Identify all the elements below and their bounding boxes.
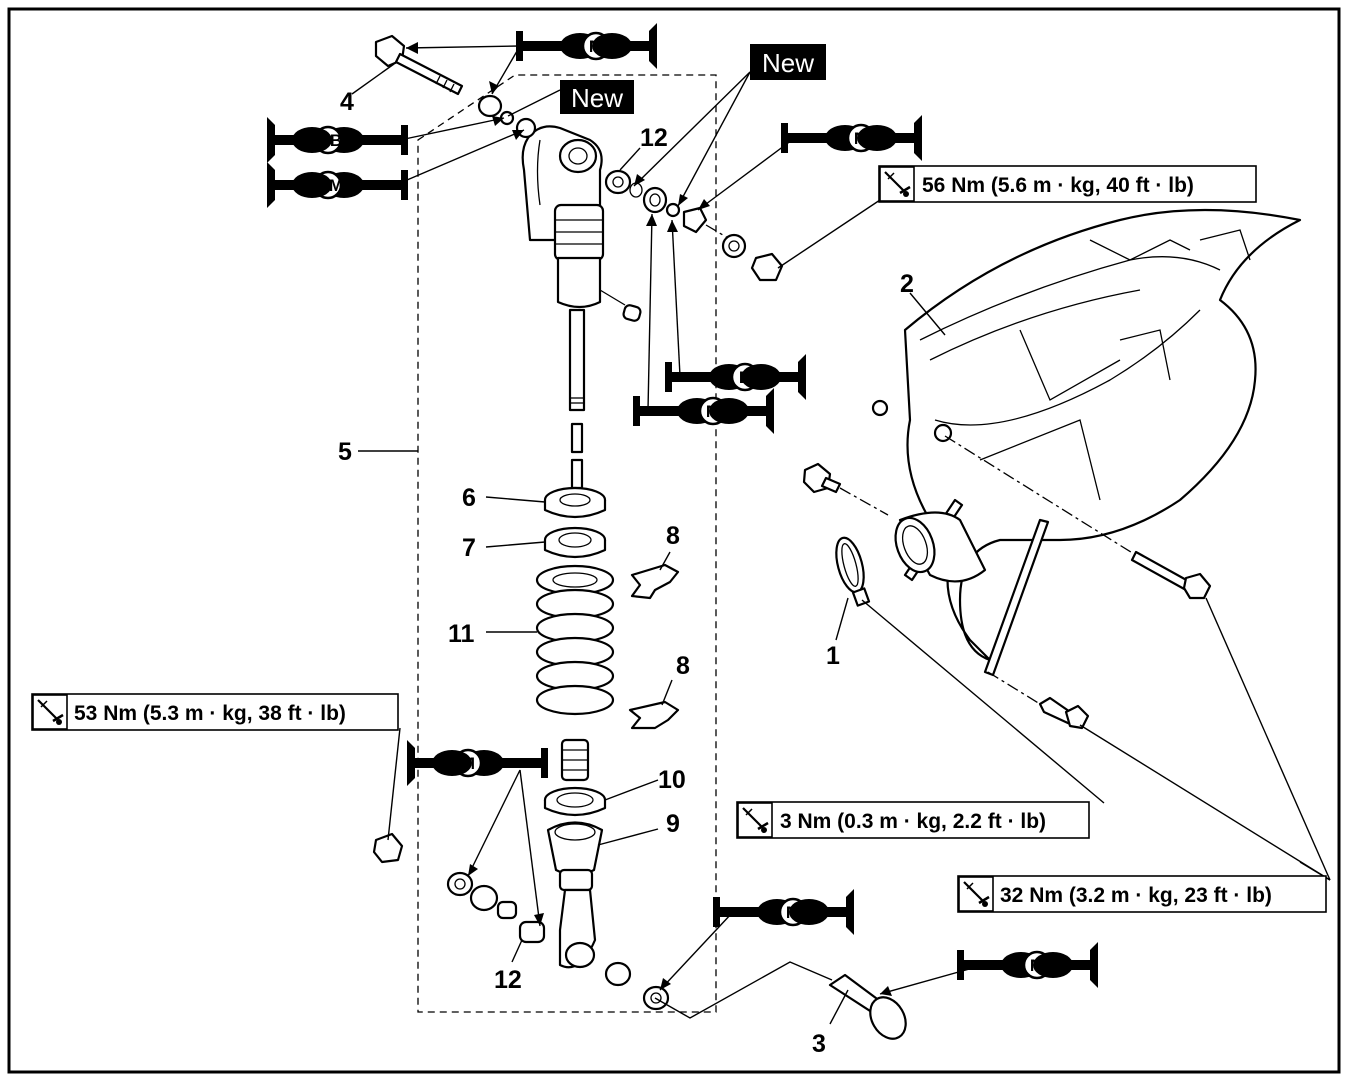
lube-letter: M	[589, 37, 603, 56]
torque-spec-53: 53 Nm (5.3 m · kg, 38 ft · lb)	[31, 693, 399, 731]
lower-bolt-3	[828, 973, 907, 1040]
grease-gun-icon: B	[663, 352, 808, 402]
part-number-9: 9	[666, 810, 680, 838]
svg-text:32 Nm (3.2 m · kg, 23 ft · lb): 32 Nm (3.2 m · kg, 23 ft · lb)	[1000, 884, 1272, 907]
frame-bolt-long	[1130, 550, 1212, 600]
svg-text:3 Nm (0.3 m · kg, 2.2 ft · lb): 3 Nm (0.3 m · kg, 2.2 ft · lb)	[780, 810, 1046, 833]
grease-gun-icon: M	[631, 386, 776, 436]
grease-gun-icon: M	[955, 940, 1100, 990]
part-number-5: 5	[338, 438, 352, 466]
part-number-12: 12	[494, 966, 522, 994]
svg-text:53 Nm (5.3 m · kg, 38 ft · lb): 53 Nm (5.3 m · kg, 38 ft · lb)	[74, 702, 346, 725]
grease-gun-icon: M	[711, 887, 856, 937]
lube-letter: M	[1030, 956, 1044, 975]
shock-spring	[535, 564, 615, 716]
grease-gun-icon: M	[779, 113, 924, 163]
torque-spec-3: 3 Nm (0.3 m · kg, 2.2 ft · lb)	[736, 801, 1090, 839]
part-number-7: 7	[462, 534, 476, 562]
svg-text:New: New	[762, 48, 814, 78]
lube-letter: M	[461, 754, 475, 773]
spring-guide-10	[543, 786, 607, 817]
leader-lines	[351, 45, 1331, 1025]
torque-wrench-icon	[736, 801, 774, 839]
rear-shock-absorber	[521, 125, 642, 490]
lube-letter: M	[706, 402, 720, 421]
new-label-top: New	[750, 44, 826, 80]
upper-bolt-4	[374, 34, 464, 96]
part-number-8: 8	[666, 522, 680, 550]
shock-assembly-outline	[417, 74, 717, 1013]
leader-arrowheads	[406, 42, 892, 996]
part-number-11: 11	[448, 620, 475, 648]
grease-gun-icon: M	[514, 21, 659, 71]
rear-frame-airbox	[871, 208, 1302, 677]
spring-adjuster-7	[543, 526, 607, 559]
spring-adjuster-6	[543, 486, 607, 519]
part-number-2: 2	[900, 270, 914, 298]
air-boot-clamp	[835, 536, 871, 607]
part-number-3: 3	[812, 1030, 826, 1058]
part-number-12: 12	[640, 124, 668, 152]
new-label-upper: New	[560, 80, 634, 114]
part-number-4: 4	[340, 88, 354, 116]
part-number-6: 6	[462, 484, 476, 512]
part-number-8: 8	[676, 652, 690, 680]
lube-letter: M	[786, 903, 800, 922]
torque-spec-32: 32 Nm (3.2 m · kg, 23 ft · lb)	[957, 875, 1327, 913]
grease-gun-icon	[405, 738, 550, 788]
spring-stopper-upper	[630, 563, 680, 600]
part-number-10: 10	[658, 766, 686, 794]
diagram-frame	[7, 7, 1341, 1074]
part-number-1: 1	[826, 642, 840, 670]
frame-bolt-lower	[1038, 696, 1090, 730]
spring-stopper-lower	[628, 700, 680, 730]
lower-shock-clevis	[558, 868, 597, 969]
lube-letter: B	[330, 131, 342, 150]
lube-letter: M	[329, 176, 343, 195]
bump-rubber	[560, 738, 590, 782]
torque-spec-56: 56 Nm (5.6 m · kg, 40 ft · lb)	[878, 165, 1257, 203]
spring-seat-9	[546, 821, 604, 877]
torque-wrench-icon	[957, 875, 995, 913]
lube-letter: B	[739, 368, 751, 387]
lube-letter: M	[854, 129, 868, 148]
torque-wrench-icon	[878, 165, 916, 203]
svg-text:New: New	[571, 83, 623, 113]
torque-wrench-icon	[31, 693, 69, 731]
frame-bolt-upper-left	[802, 462, 842, 494]
svg-text:56 Nm (5.6 m · kg, 40 ft · lb): 56 Nm (5.6 m · kg, 40 ft · lb)	[922, 174, 1194, 197]
